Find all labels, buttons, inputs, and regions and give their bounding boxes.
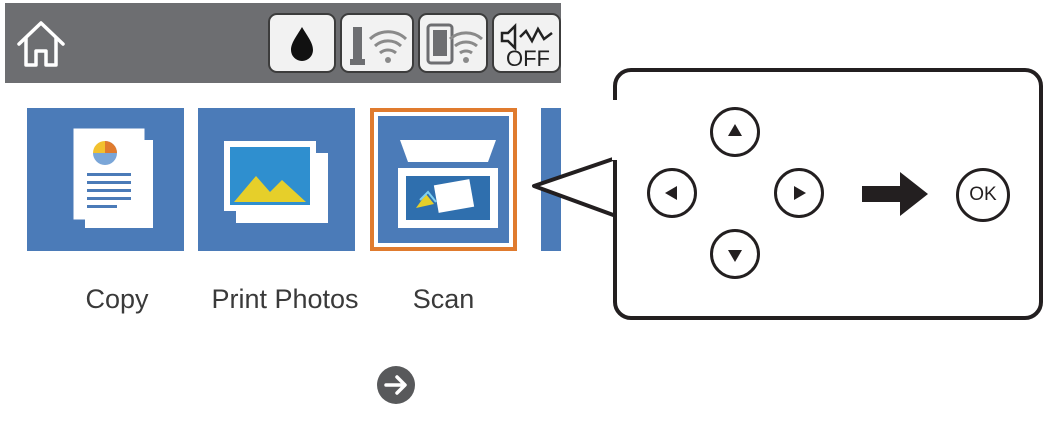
flow-arrow-icon xyxy=(862,172,928,216)
left-button[interactable] xyxy=(647,168,697,218)
print-photos-label: Print Photos xyxy=(211,284,359,314)
copy-label: Copy xyxy=(85,284,149,314)
scanner-icon xyxy=(398,140,498,228)
down-button[interactable] xyxy=(710,229,760,279)
callout-pointer xyxy=(532,156,617,218)
scan-label: Scan xyxy=(412,284,475,314)
wifi-icon[interactable] xyxy=(340,13,414,73)
next-page-arrow-icon[interactable] xyxy=(376,365,416,405)
photo-icon xyxy=(224,141,328,223)
document-copy-icon xyxy=(73,128,153,228)
copy-app-tile[interactable] xyxy=(27,108,184,251)
up-icon xyxy=(728,124,742,136)
status-bar: OFF xyxy=(5,3,561,83)
right-icon xyxy=(794,186,806,200)
down-icon xyxy=(728,250,742,262)
sound-off-label: OFF xyxy=(506,46,550,71)
printer-control-panel: OFF xyxy=(5,3,561,425)
ink-drop-icon[interactable] xyxy=(268,13,336,73)
scan-selection-frame xyxy=(370,108,517,251)
ok-button[interactable]: OK xyxy=(956,168,1010,222)
up-button[interactable] xyxy=(710,107,760,157)
scan-app-tile[interactable] xyxy=(378,116,509,243)
sound-off-icon[interactable]: OFF xyxy=(492,13,561,73)
callout-gap xyxy=(612,100,620,160)
wifi-direct-icon[interactable] xyxy=(418,13,488,73)
home-icon[interactable] xyxy=(13,16,69,72)
right-button[interactable] xyxy=(774,168,824,218)
print-photos-app-tile[interactable] xyxy=(198,108,355,251)
left-icon xyxy=(665,186,677,200)
